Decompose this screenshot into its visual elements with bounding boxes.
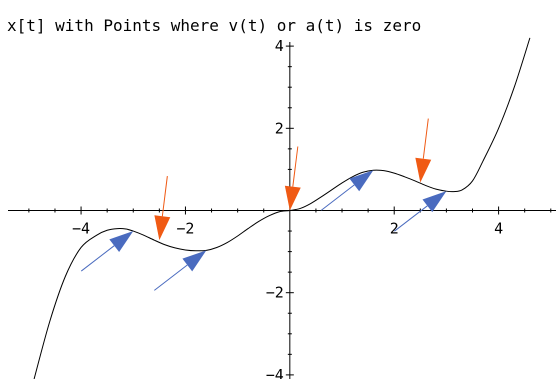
velocity-zero-arrow: [154, 250, 207, 291]
acceleration-zero-arrow-head: [415, 157, 432, 183]
velocity-zero-arrow: [80, 231, 134, 272]
velocity-zero-arrow: [321, 170, 374, 211]
velocity-zero-arrow-head: [109, 231, 134, 253]
acceleration-zero-arrow-head: [154, 215, 171, 241]
velocity-zero-arrow-shaft: [80, 245, 115, 272]
chart-title: x[t] with Points where v(t) or a(t) is z…: [7, 16, 422, 35]
acceleration-zero-arrow-shaft: [292, 146, 299, 187]
velocity-zero-arrow-shaft: [321, 184, 355, 211]
axis-ticks: −4 −2 2 4 −4 −2 2 4: [28, 37, 552, 379]
y-tick-label: 4: [275, 37, 284, 55]
y-tick-label: −2: [266, 284, 284, 302]
axes: [8, 42, 556, 379]
velocity-zero-arrow-shaft: [154, 264, 188, 291]
x-tick-label: 4: [494, 220, 503, 238]
velocity-zero-arrow-head: [422, 191, 447, 213]
velocity-zero-arrow: [394, 191, 447, 232]
acceleration-zero-arrow-head: [284, 185, 301, 211]
acceleration-zero-arrow: [415, 118, 432, 183]
velocity-zero-arrow-head: [182, 250, 207, 272]
velocity-zero-arrow-head: [349, 170, 374, 192]
acceleration-zero-arrow-shaft: [422, 118, 429, 159]
x-tick-label: −4: [72, 220, 90, 238]
x-tick-label: −2: [176, 220, 194, 238]
acceleration-zero-arrow-shaft: [161, 176, 168, 217]
velocity-zero-arrow-shaft: [394, 205, 428, 232]
y-tick-label: 2: [275, 119, 284, 137]
y-tick-label: −4: [266, 366, 284, 379]
position-curve: [33, 37, 531, 379]
x-tick-label: 2: [390, 220, 399, 238]
marker-arrows: [80, 118, 447, 291]
acceleration-zero-arrow: [284, 146, 301, 211]
acceleration-zero-arrow: [154, 176, 171, 241]
